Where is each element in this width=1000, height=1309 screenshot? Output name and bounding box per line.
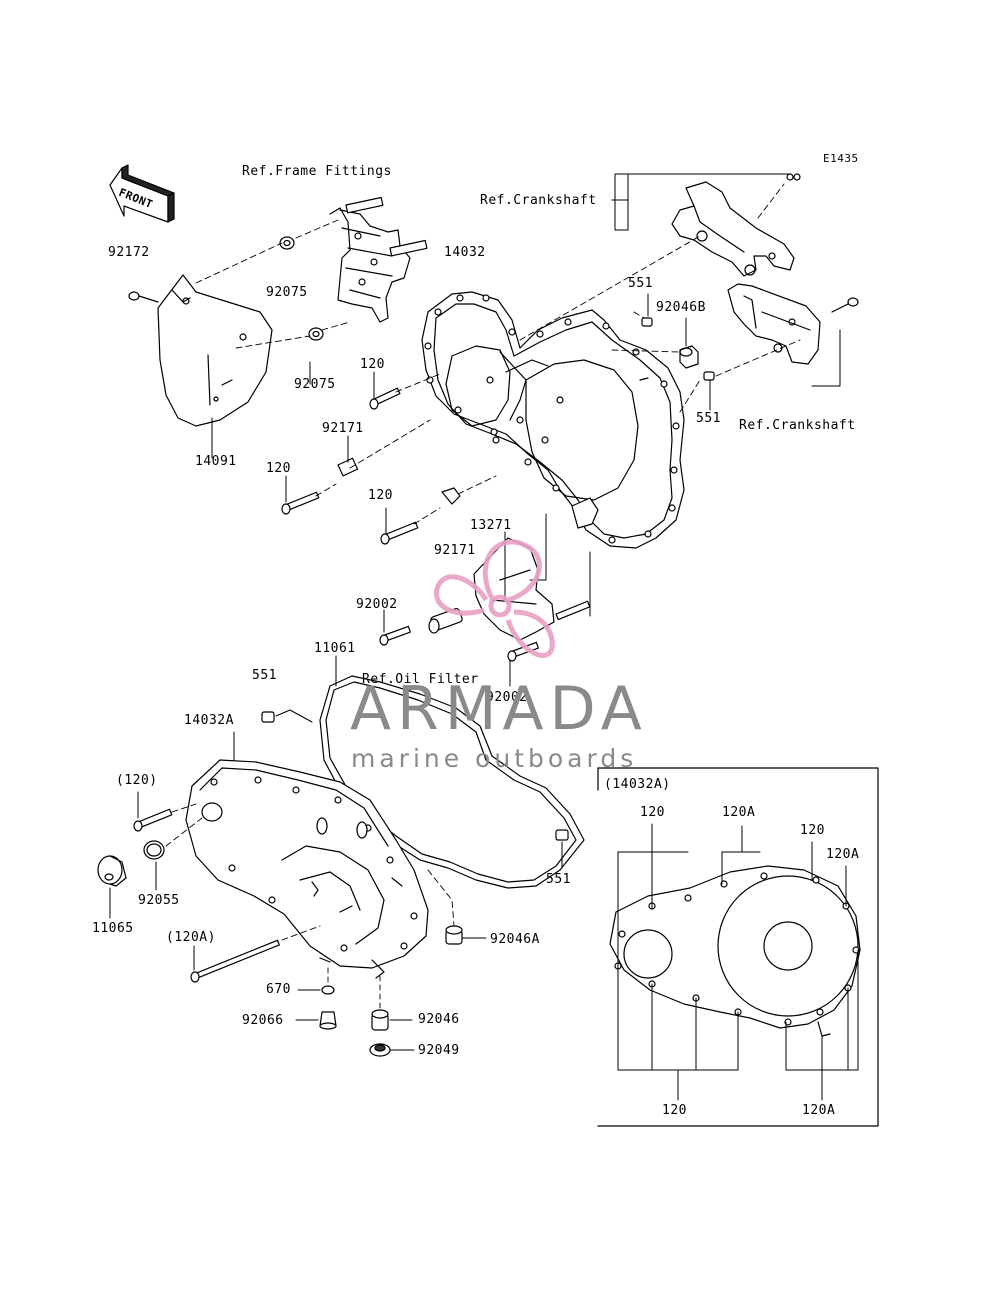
bushing-92046b-icon xyxy=(679,345,699,369)
label-670: 670 xyxy=(266,982,291,997)
cover-14032a xyxy=(185,759,429,979)
grommet-92075-upper-icon xyxy=(279,236,295,250)
screw-92172-icon xyxy=(128,291,159,303)
bolt-lines xyxy=(315,373,497,525)
dowel-551-c-icon xyxy=(261,711,275,723)
front-arrow-icon xyxy=(109,164,175,223)
bolt-120-c-icon xyxy=(380,521,419,545)
grommet-92075-lower-icon xyxy=(308,327,324,341)
inset-label-120-right: 120 xyxy=(800,823,825,838)
bolt-92002-b-icon xyxy=(507,641,539,662)
watermark-tagline: marine outboards xyxy=(351,744,638,773)
clip-92171-b-icon xyxy=(441,487,461,505)
inset-leader-lines xyxy=(617,823,859,1101)
label-120-paren: (120) xyxy=(116,773,158,788)
label-92049: 92049 xyxy=(418,1043,460,1058)
label-14091: 14091 xyxy=(195,454,237,469)
label-11061: 11061 xyxy=(314,641,356,656)
ref-crankshaft-top: Ref.Crankshaft xyxy=(480,193,597,208)
label-92046b: 92046B xyxy=(656,300,706,315)
bracket-14032 xyxy=(329,196,428,323)
inset-box xyxy=(597,767,879,1127)
bushing-92046a-icon xyxy=(445,925,463,945)
inset-label-120a-bottom: 120A xyxy=(802,1103,836,1118)
label-92172: 92172 xyxy=(108,245,150,260)
crankshaft-bracket-lower xyxy=(727,283,859,365)
alignment-lines-right xyxy=(519,183,801,413)
cover-14091 xyxy=(157,274,273,427)
crankshaft-bracket-upper xyxy=(671,173,801,277)
label-13271: 13271 xyxy=(470,518,512,533)
seal-92049-icon xyxy=(369,1043,391,1057)
label-551-b: 551 xyxy=(696,411,721,426)
dowel-551-d-icon xyxy=(555,829,569,841)
label-92046a: 92046A xyxy=(490,932,540,947)
inset-label-120-top: 120 xyxy=(640,805,665,820)
inset-cover xyxy=(609,865,861,1037)
label-92055: 92055 xyxy=(138,893,180,908)
inset-title: (14032A) xyxy=(604,777,671,792)
bolt-120-paren-icon xyxy=(133,803,197,832)
dowel-551-b-icon xyxy=(703,371,715,381)
label-92171-b: 92171 xyxy=(434,543,476,558)
spacer-92171-a-icon xyxy=(337,457,359,477)
label-92002-b: 92002 xyxy=(486,690,528,705)
bushing-92046-icon xyxy=(371,1009,389,1031)
label-551-a: 551 xyxy=(628,276,653,291)
inset-label-120a-top: 120A xyxy=(722,805,756,820)
dowel-551-a-icon xyxy=(641,317,653,327)
bolt-92002-a-icon xyxy=(379,625,411,646)
plug-92066-icon xyxy=(319,1011,337,1030)
label-92075-upper: 92075 xyxy=(266,285,308,300)
inset-label-120a-right: 120A xyxy=(826,847,860,862)
label-120-b: 120 xyxy=(266,461,291,476)
label-120-a: 120 xyxy=(360,357,385,372)
housing-main xyxy=(421,291,685,549)
label-92046: 92046 xyxy=(418,1012,460,1027)
label-14032a: 14032A xyxy=(184,713,234,728)
figure-code: E1435 xyxy=(823,152,859,165)
label-92002-a: 92002 xyxy=(356,597,398,612)
label-551-d: 551 xyxy=(546,872,571,887)
label-14032: 14032 xyxy=(444,245,486,260)
o-ring-92055-icon xyxy=(143,840,165,860)
label-92066: 92066 xyxy=(242,1013,284,1028)
ref-frame-fittings: Ref.Frame Fittings xyxy=(242,164,392,179)
label-551-c: 551 xyxy=(252,668,277,683)
washer-670-icon xyxy=(321,985,335,995)
label-92171-a: 92171 xyxy=(322,421,364,436)
bolt-120-b-icon xyxy=(281,491,320,515)
plug-11065-icon xyxy=(97,855,127,887)
watermark-brand: ARMADA xyxy=(350,674,648,744)
label-11065: 11065 xyxy=(92,921,134,936)
bolt-120a-paren-icon xyxy=(190,925,321,983)
label-92075-lower: 92075 xyxy=(294,377,336,392)
label-120-c: 120 xyxy=(368,488,393,503)
inset-label-120-bottom: 120 xyxy=(662,1103,687,1118)
armada-logo-icon xyxy=(433,539,555,658)
ref-crankshaft-right: Ref.Crankshaft xyxy=(739,418,856,433)
alignment-lines-left xyxy=(195,219,351,349)
ref-oil-filter: Ref.Oil Filter xyxy=(362,672,479,687)
label-120a-paren: (120A) xyxy=(166,930,216,945)
